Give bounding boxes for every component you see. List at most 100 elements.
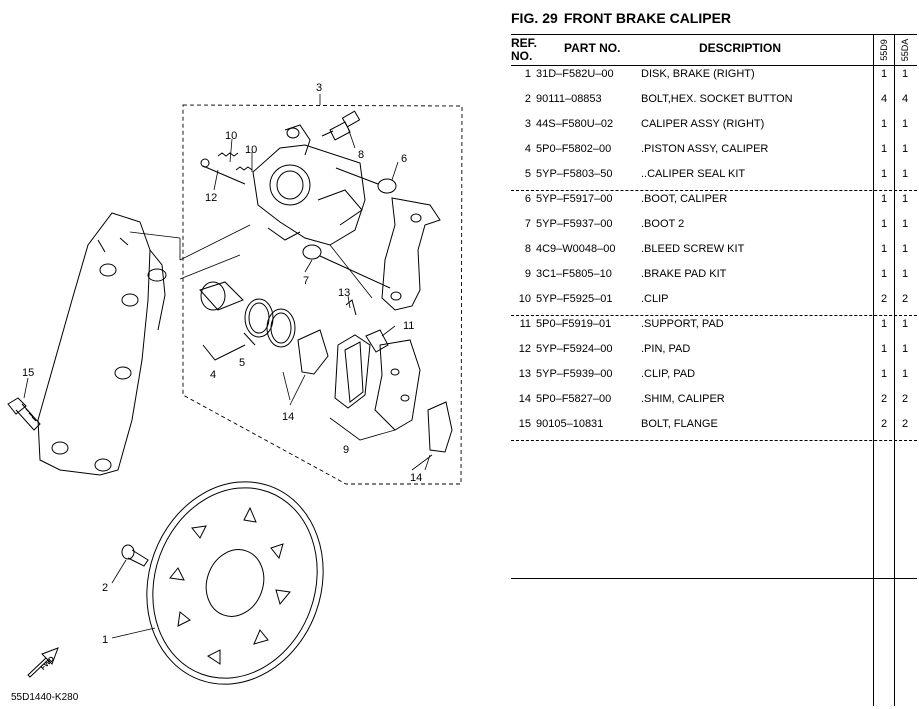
qty-55da-cell: 1 bbox=[901, 243, 909, 255]
callout-number: 5 bbox=[239, 357, 245, 369]
part-no-cell: 5YP–F5803–50 bbox=[536, 168, 613, 180]
caliper-assembly-box bbox=[182, 104, 463, 485]
description-cell: .PISTON ASSY, CALIPER bbox=[641, 143, 769, 155]
header-model-55da: 55DA bbox=[900, 38, 910, 62]
table-row: 8 4C9–W0048–00 .BLEED SCREW KIT 1 1 bbox=[511, 242, 917, 267]
ref-no-cell: 13 bbox=[518, 368, 531, 380]
description-cell: ..CALIPER SEAL KIT bbox=[641, 168, 746, 180]
callout-number: 7 bbox=[303, 275, 309, 287]
figure-title: FIG.29 FRONT BRAKE CALIPER bbox=[511, 10, 731, 26]
ref-no-cell: 10 bbox=[518, 293, 531, 305]
callout-number: 3 bbox=[316, 82, 322, 94]
figure-number: 29 bbox=[542, 10, 558, 26]
part-no-cell: 5P0–F5919–01 bbox=[536, 318, 612, 330]
ref-no-cell: 3 bbox=[524, 118, 531, 130]
callout-number: 10 bbox=[225, 130, 237, 142]
brake-disc-drawing bbox=[146, 481, 324, 685]
qty-55da-cell: 2 bbox=[901, 393, 909, 405]
ref-no-cell: 8 bbox=[524, 243, 531, 255]
ref-no-cell: 1 bbox=[524, 68, 531, 80]
qty-55da-cell: 2 bbox=[901, 418, 909, 430]
description-cell: .BRAKE PAD KIT bbox=[641, 268, 727, 280]
exploded-diagram: FWD 1 2 3 4 5 6 7 8 9 10 10 11 12 13 14 … bbox=[7, 82, 463, 703]
qty-55da-cell: 1 bbox=[901, 168, 909, 180]
callout-number: 8 bbox=[358, 149, 364, 161]
callout-number: 4 bbox=[210, 369, 216, 381]
description-cell: .BOOT, CALIPER bbox=[641, 193, 728, 205]
qty-55da-cell: 2 bbox=[901, 293, 909, 305]
caliper-bracket-drawing bbox=[381, 197, 441, 311]
description-cell: .BOOT 2 bbox=[641, 218, 685, 230]
header-ref-no: REF. NO. bbox=[511, 36, 538, 63]
ref-no-cell: 6 bbox=[524, 193, 531, 205]
part-no-cell: 4C9–W0048–00 bbox=[536, 243, 616, 255]
drawing-code: 55D1440-K280 bbox=[11, 692, 79, 703]
figure-title-text: FRONT BRAKE CALIPER bbox=[563, 10, 732, 26]
ref-no-cell: 4 bbox=[524, 143, 531, 155]
description-cell: .PIN, PAD bbox=[641, 343, 691, 355]
description-cell: .SHIM, CALIPER bbox=[641, 393, 725, 405]
flange-bolt-drawing bbox=[7, 397, 41, 431]
description-cell: .CLIP, PAD bbox=[641, 368, 696, 380]
qty-55d9-cell: 2 bbox=[880, 418, 888, 430]
qty-55d9-cell: 1 bbox=[880, 268, 888, 280]
qty-55d9-cell: 1 bbox=[880, 193, 888, 205]
qty-55d9-cell: 1 bbox=[880, 368, 888, 380]
part-no-cell: 5YP–F5917–00 bbox=[536, 193, 613, 205]
qty-55d9-cell: 2 bbox=[880, 393, 888, 405]
qty-55d9-cell: 1 bbox=[880, 143, 888, 155]
qty-55d9-cell: 1 bbox=[880, 318, 888, 330]
part-no-cell: 44S–F580U–02 bbox=[536, 118, 614, 130]
callout-number: 15 bbox=[22, 367, 34, 379]
qty-55d9-cell: 4 bbox=[880, 93, 888, 105]
qty-55da-cell: 1 bbox=[901, 118, 909, 130]
callout-number: 14 bbox=[282, 411, 294, 423]
description-cell: .CLIP bbox=[641, 293, 669, 305]
ref-no-cell: 2 bbox=[524, 93, 531, 105]
header-model-55d9: 55D9 bbox=[879, 39, 889, 61]
qty-55da-cell: 1 bbox=[901, 218, 909, 230]
part-no-cell: 5YP–F5925–01 bbox=[536, 293, 613, 305]
qty-55d9-cell: 2 bbox=[880, 293, 888, 305]
callout-number: 1 bbox=[102, 634, 108, 646]
figure-label: FIG. bbox=[511, 10, 539, 26]
callout-number: 12 bbox=[205, 192, 217, 204]
description-cell: .SUPPORT, PAD bbox=[641, 318, 724, 330]
description-cell: DISK, BRAKE (RIGHT) bbox=[641, 68, 755, 80]
description-cell: .BLEED SCREW KIT bbox=[641, 243, 745, 255]
callout-number: 2 bbox=[102, 582, 108, 594]
parts-table: REF. NO. PART NO. DESCRIPTION 55D9 55DA … bbox=[511, 34, 917, 706]
part-no-cell: 3C1–F5805–10 bbox=[536, 268, 612, 280]
ref-no-cell: 11 bbox=[519, 318, 531, 330]
qty-55da-cell: 1 bbox=[901, 193, 909, 205]
ref-no-cell: 5 bbox=[524, 168, 531, 180]
qty-55d9-cell: 1 bbox=[880, 118, 888, 130]
qty-55da-cell: 1 bbox=[901, 343, 909, 355]
callout-number: 9 bbox=[343, 444, 349, 456]
ref-no-cell: 12 bbox=[518, 343, 531, 355]
qty-55da-cell: 1 bbox=[901, 318, 909, 330]
part-no-cell: 5YP–F5924–00 bbox=[536, 343, 613, 355]
callout-number: 6 bbox=[401, 153, 407, 165]
ref-no-cell: 7 bbox=[524, 218, 531, 230]
qty-55d9-cell: 1 bbox=[880, 243, 888, 255]
header-description: DESCRIPTION bbox=[699, 41, 782, 55]
brake-pads-drawing bbox=[297, 299, 453, 453]
part-no-cell: 31D–F582U–00 bbox=[536, 68, 614, 80]
qty-55d9-cell: 1 bbox=[880, 68, 888, 80]
part-no-cell: 5YP–F5937–00 bbox=[536, 218, 613, 230]
header-part-no: PART NO. bbox=[564, 41, 621, 55]
fwd-arrow-icon: FWD bbox=[27, 647, 59, 678]
part-no-cell: 90105–10831 bbox=[536, 418, 604, 430]
qty-55da-cell: 1 bbox=[901, 143, 909, 155]
description-cell: BOLT, FLANGE bbox=[641, 418, 718, 430]
